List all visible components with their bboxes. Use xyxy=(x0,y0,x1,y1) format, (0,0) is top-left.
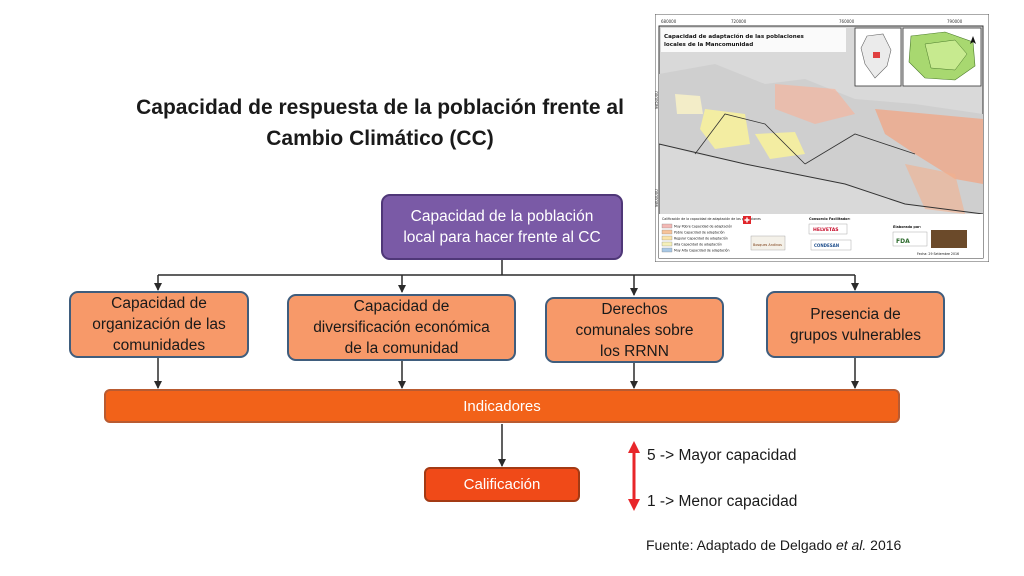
map-terrain xyxy=(658,64,984,215)
map-legend-label-5: Muy Alta Capacidad de adaptación xyxy=(674,248,730,252)
bosques-andinos-logo: Bosques Andinos xyxy=(753,243,782,247)
legend-low: 1 -> Menor capacidad xyxy=(647,493,798,510)
map-legend-swatch-2 xyxy=(661,229,673,235)
map-title-box xyxy=(661,28,846,52)
score-label: Calificación xyxy=(463,476,541,493)
slide-title-line2: Cambio Climático (CC) xyxy=(266,127,494,150)
category-box-economic-diversification: Capacidad de diversificación económica d… xyxy=(287,294,516,361)
category-box-communal-rights: Derechos comunales sobre los RRNN xyxy=(545,297,724,363)
root-capacity-box: Capacidad de la población local para hac… xyxy=(381,194,623,260)
legend-double-arrow xyxy=(628,441,640,511)
category-3-line1: Derechos xyxy=(601,300,668,318)
map-legend-swatch-3 xyxy=(661,235,673,241)
category-3-line2: comunales sobre xyxy=(575,321,694,339)
condesan-logo: CONDESAN xyxy=(814,243,839,248)
root-box-line2: local para hacer frente al CC xyxy=(403,229,601,246)
map-legend-swatch-4 xyxy=(661,241,673,247)
map-axis-top-3: 760000 xyxy=(839,19,855,24)
indicators-bar: Indicadores xyxy=(104,389,900,423)
map-axis-left-1: 9850000 xyxy=(655,91,659,109)
map-axis-top-2: 720000 xyxy=(731,19,747,24)
category-2-line3: de la comunidad xyxy=(344,340,459,357)
map-legend-swatch-5 xyxy=(661,247,673,253)
category-4-line2: grupos vulnerables xyxy=(790,326,921,344)
map-elaborated-label: Elaborado por: xyxy=(893,225,921,229)
category-2-line1: Capacidad de xyxy=(353,298,450,315)
category-1-line3: comunidades xyxy=(112,337,206,354)
map-legend-label-4: Alta Capacidad de adaptación xyxy=(674,242,722,246)
source-citation: Fuente: Adaptado de Delgado et al. 2016 xyxy=(646,537,901,553)
map-legend-label-2: Pobre Capacidad de adaptación xyxy=(674,230,725,234)
map-date-text: Fecha: 29 Setiembre 2016 xyxy=(917,252,959,256)
fda-logo: FDA xyxy=(896,238,910,245)
map-axis-left-2: 9800000 xyxy=(655,189,659,207)
map-axis-top-1: 680000 xyxy=(661,19,677,24)
map-consortium-label: Consorcio Facilitador: xyxy=(809,217,851,221)
source-prefix: Fuente: Adaptado de Delgado xyxy=(646,537,836,553)
adaptation-map-figure: 680000 720000 760000 790000 9850000 9800… xyxy=(655,14,989,262)
map-legend-label-3: Regular Capacidad de adaptación xyxy=(674,236,728,240)
slide-title-line1: Capacidad de respuesta de la población f… xyxy=(136,96,624,119)
indicators-label: Indicadores xyxy=(463,397,541,415)
map-title-line1: Capacidad de adaptación de las poblacion… xyxy=(664,33,804,40)
map-legend-title: Calificación de la capacidad de adaptaci… xyxy=(662,217,761,221)
source-suffix: 2016 xyxy=(866,537,902,553)
category-1-line2: organización de las xyxy=(92,316,226,333)
helvetas-logo: HELVETAS xyxy=(813,227,839,233)
category-box-vulnerable-groups: Presencia de grupos vulnerables xyxy=(766,291,945,358)
map-logos: HELVETAS Bosques Andinos CONDESAN FDA xyxy=(743,216,967,251)
legend-high: 5 -> Mayor capacidad xyxy=(647,447,797,464)
partner-photo-logo xyxy=(931,230,967,248)
map-legend-swatch-1 xyxy=(661,223,673,229)
category-box-organization: Capacidad de organización de las comunid… xyxy=(69,291,249,358)
category-3-line3: los RRNN xyxy=(600,342,669,360)
map-axis-top-4: 790000 xyxy=(947,19,963,24)
category-1-line1: Capacidad de xyxy=(111,295,207,312)
north-arrow-icon xyxy=(970,36,976,44)
map-legend-panel xyxy=(659,214,983,258)
root-box-line1: Capacidad de la población xyxy=(410,208,594,225)
source-italic: et al. xyxy=(835,537,867,553)
map-legend-label-1: Muy Pobre Capacidad de adaptación xyxy=(674,224,732,228)
category-4-line1: Presencia de xyxy=(810,305,901,323)
slide-title: Capacidad de respuesta de la población f… xyxy=(100,92,660,154)
category-2-line2: diversificación económica xyxy=(313,319,490,336)
map-title-line2: locales de la Mancomunidad xyxy=(664,42,753,48)
score-box: Calificación xyxy=(424,467,580,502)
